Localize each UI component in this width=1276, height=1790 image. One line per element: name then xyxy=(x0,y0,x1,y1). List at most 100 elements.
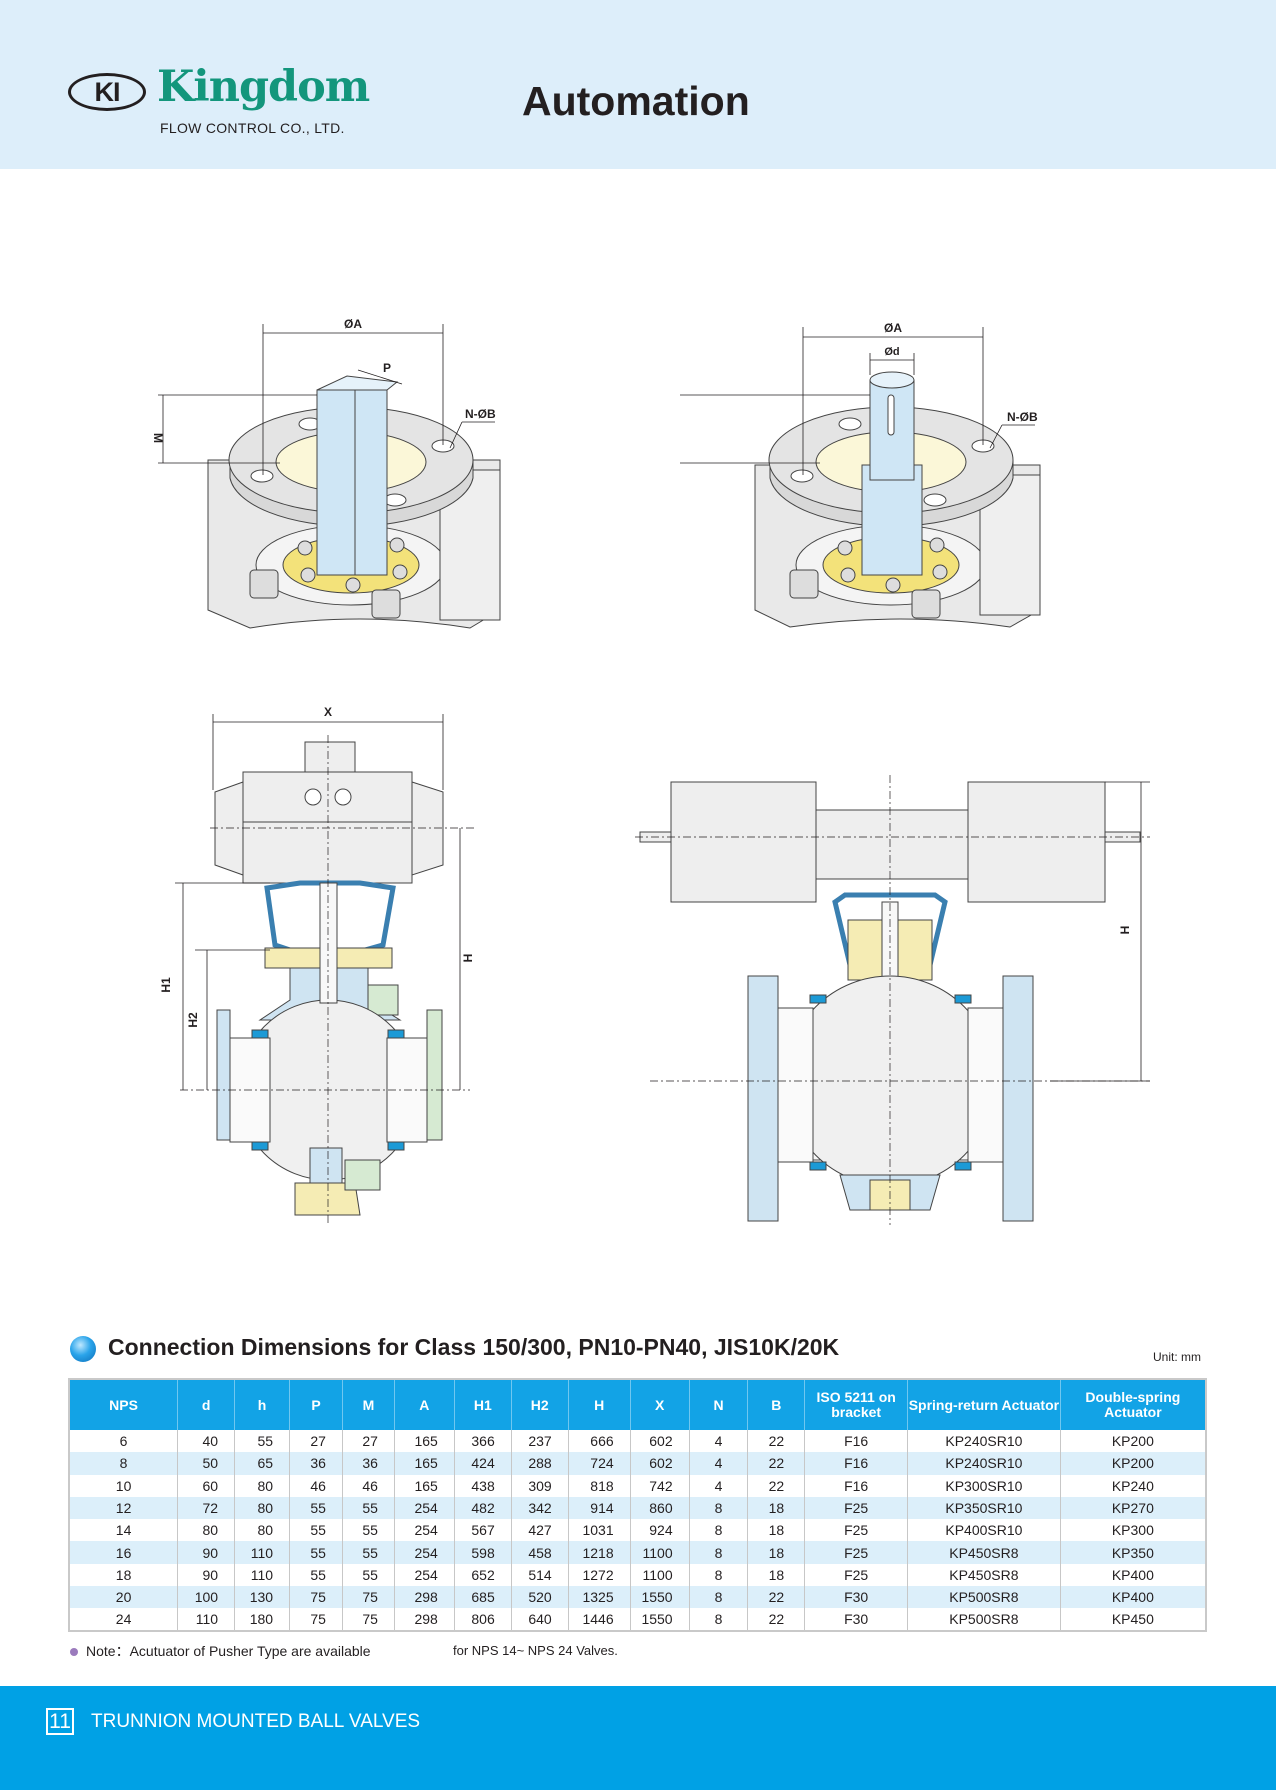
table-cell: 22 xyxy=(747,1474,805,1497)
dim-label-d: Ød xyxy=(884,346,899,358)
table-cell: 80 xyxy=(234,1496,290,1520)
table-cell: KP400SR10 xyxy=(907,1519,1061,1542)
table-cell: 8 xyxy=(688,1586,748,1609)
dim-label-a: ØA xyxy=(344,317,362,331)
table-cell: 8 xyxy=(688,1563,748,1587)
table-cell: 598 xyxy=(453,1541,512,1564)
column-header: d xyxy=(177,1379,235,1430)
table-cell: 55 xyxy=(341,1563,395,1587)
table-cell: F25 xyxy=(804,1519,908,1542)
table-cell: 254 xyxy=(393,1563,455,1587)
table-cell: F25 xyxy=(804,1541,908,1564)
unit-label: Unit: mm xyxy=(1153,1350,1201,1364)
column-header: h xyxy=(234,1379,290,1430)
table-cell: 806 xyxy=(453,1608,512,1631)
table-cell: 90 xyxy=(177,1541,235,1564)
table-cell: 458 xyxy=(510,1541,569,1564)
table-cell: 55 xyxy=(341,1496,395,1520)
table-cell: 482 xyxy=(453,1496,512,1520)
table-cell: KP500SR8 xyxy=(907,1586,1061,1609)
dim-label-h1: H1 xyxy=(159,977,173,993)
table-cell: 18 xyxy=(747,1563,805,1587)
table-cell: 8 xyxy=(688,1608,748,1631)
page-number: 11 xyxy=(46,1708,74,1735)
table-cell: KP500SR8 xyxy=(907,1608,1061,1631)
table-cell: 165 xyxy=(393,1474,455,1497)
table-cell: KP270 xyxy=(1059,1496,1206,1520)
table-cell: 1325 xyxy=(567,1586,631,1609)
dim-label-h2: H2 xyxy=(186,1012,200,1028)
table-cell: 18 xyxy=(747,1496,805,1520)
table-cell: 640 xyxy=(510,1608,569,1631)
note-text: Note：Acutuator of Pusher Type are availa… xyxy=(86,1643,371,1659)
brand-name: Kingdom xyxy=(157,62,370,112)
column-header: P xyxy=(289,1379,343,1430)
table-cell: 8 xyxy=(688,1496,748,1520)
table-cell: 424 xyxy=(453,1452,512,1475)
column-header: Double-spring Actuator xyxy=(1059,1379,1206,1430)
table-cell: 110 xyxy=(234,1541,290,1564)
table-cell: 602 xyxy=(629,1430,690,1453)
column-header: H2 xyxy=(510,1379,569,1430)
square-stem-mounting-diagram: ØA P M N-ØB xyxy=(151,317,501,629)
table-cell: 309 xyxy=(510,1474,569,1497)
table-cell: 1446 xyxy=(567,1608,631,1631)
dim-label-nb: N-ØB xyxy=(1007,410,1038,424)
table-cell: 90 xyxy=(177,1563,235,1587)
table-cell: KP240SR10 xyxy=(907,1452,1061,1475)
table-cell: F30 xyxy=(804,1586,908,1609)
table-cell: KP450SR8 xyxy=(907,1563,1061,1587)
table-cell: 8 xyxy=(688,1519,748,1542)
table-cell: 36 xyxy=(289,1452,343,1475)
table-cell: KP450SR8 xyxy=(907,1541,1061,1564)
dim-label-a: ØA xyxy=(884,321,902,335)
table-cell: 298 xyxy=(393,1608,455,1631)
table-cell: 18 xyxy=(747,1519,805,1542)
table-cell: 22 xyxy=(747,1430,805,1453)
table-cell: 22 xyxy=(747,1452,805,1475)
table-cell: 254 xyxy=(393,1541,455,1564)
table-cell: 914 xyxy=(567,1496,631,1520)
column-header: H xyxy=(567,1379,631,1430)
table-cell: 55 xyxy=(289,1541,343,1564)
table-cell: 18 xyxy=(115,1566,132,1583)
table-cell: 110 xyxy=(234,1563,290,1587)
table-cell: KP350 xyxy=(1059,1541,1206,1564)
table-cell: 75 xyxy=(341,1586,395,1609)
column-header: B xyxy=(747,1379,805,1430)
table-cell: 4 xyxy=(688,1474,748,1497)
table-cell: F30 xyxy=(804,1608,908,1631)
table-cell: 254 xyxy=(393,1496,455,1520)
table-cell: KP450 xyxy=(1059,1608,1206,1631)
brand-subtitle: FLOW CONTROL CO., LTD. xyxy=(160,120,345,136)
logo-mark: KI xyxy=(68,73,146,111)
table-cell: 742 xyxy=(629,1474,690,1497)
table-cell: F25 xyxy=(804,1563,908,1587)
valve-side-view-diagram: H xyxy=(635,775,1150,1225)
column-header: M xyxy=(341,1379,395,1430)
table-cell: 427 xyxy=(510,1519,569,1542)
table-cell: KP400 xyxy=(1059,1586,1206,1609)
table-cell: 72 xyxy=(177,1496,235,1520)
table-cell: 100 xyxy=(177,1586,235,1609)
round-stem-mounting-diagram: ØA Ød h N-ØB xyxy=(680,321,1041,628)
table-cell: 46 xyxy=(289,1474,343,1497)
table-cell: KP240 xyxy=(1059,1474,1206,1497)
table-cell: KP200 xyxy=(1059,1452,1206,1475)
table-cell: 165 xyxy=(393,1452,455,1475)
table-cell: 298 xyxy=(393,1586,455,1609)
table-cell: 55 xyxy=(341,1519,395,1542)
table-cell: 27 xyxy=(341,1430,395,1453)
table-cell: 75 xyxy=(341,1608,395,1631)
column-header: X xyxy=(629,1379,690,1430)
table-cell: 55 xyxy=(289,1563,343,1587)
table-cell: 1218 xyxy=(567,1541,631,1564)
